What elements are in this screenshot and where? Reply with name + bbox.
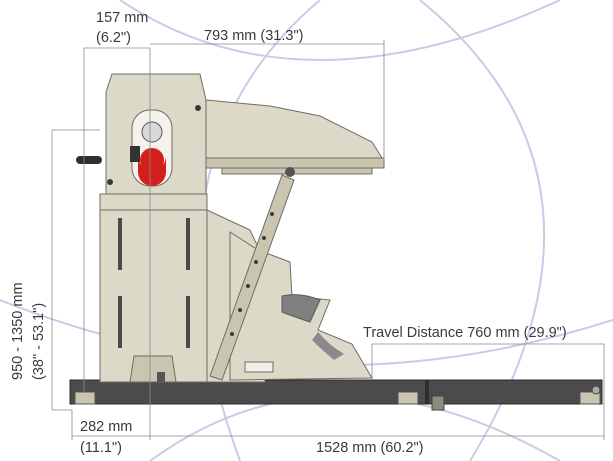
support-arm [209,174,295,381]
arm-hole-4 [246,284,250,288]
label-travel: Travel Distance 760 mm (29.9") [363,325,567,341]
column-slot-2 [186,218,190,270]
arm-hole-1 [270,212,274,216]
rail-foot-mid [397,391,419,405]
label-height-group: 950 - 1350 mm [10,282,26,380]
arm-hole-3 [254,260,258,264]
column-base-arch [129,355,177,383]
head-bolt-2 [195,105,201,111]
tray-support [229,231,373,381]
table-pivot [285,167,295,177]
arm-hole-2 [262,236,266,240]
handle-grip [76,156,102,164]
column-slot-1 [118,218,122,270]
rail-foot-left [74,391,96,405]
arm-strut [209,174,295,381]
column-slot-4 [186,296,190,348]
label-height-metric: 950 - 1350 mm [10,282,26,380]
arm-hole-5 [238,308,242,312]
rail-joint [425,380,429,404]
column-slot-3 [118,296,122,348]
head-bolt-1 [107,179,113,185]
label-height-imperial: (38" - 53.1") [31,303,47,380]
table-rail-under [221,167,373,175]
red-wheel [140,148,164,172]
table [205,99,385,177]
column-foot [157,372,165,382]
label-157-imperial: (6.2") [96,30,131,46]
arm-hole-6 [230,332,234,336]
table-edge [205,157,385,169]
dimension-lines [51,40,605,440]
label-height-imperial-group: (38" - 53.1") [31,303,47,380]
label-793: 793 mm (31.3") [204,28,303,44]
label-282-imperial: (11.1") [80,440,122,456]
head-base [99,193,208,211]
tray-roller [281,294,321,323]
tray-lower-roller [312,332,344,360]
label-282-metric: 282 mm [80,419,132,435]
table-top-plate [205,99,383,165]
tray-label-plate [244,361,274,373]
watermark-arc-top [119,0,561,61]
rail-clamp [431,395,445,411]
base-rail [69,379,603,411]
rail-beam [69,379,603,405]
label-1528: 1528 mm (60.2") [316,440,424,456]
rail-foot-right [579,391,601,405]
label-157-metric: 157 mm [96,10,148,26]
head-clamp [130,146,140,162]
rail-end-knob [591,385,601,395]
head-spindle [141,121,163,143]
machine-head [76,73,208,211]
